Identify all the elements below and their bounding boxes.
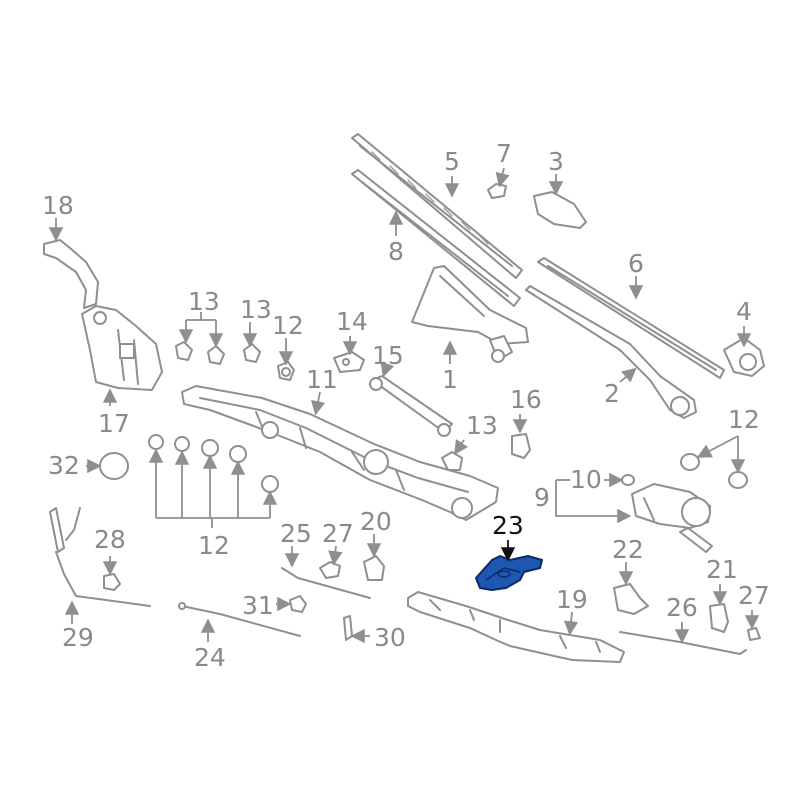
label-10: 10: [570, 465, 602, 494]
label-12: 12: [728, 405, 760, 434]
nozzle-part-30[interactable]: [343, 615, 353, 641]
bushing-part-12-top[interactable]: [277, 361, 295, 381]
label-17: 17: [98, 409, 130, 438]
label-12: 12: [198, 531, 230, 560]
connector-part-27[interactable]: [319, 561, 341, 579]
label-13: 13: [188, 287, 220, 316]
washer-hose-part-25[interactable]: [281, 567, 371, 599]
label-27: 27: [322, 519, 354, 548]
washer-hose-part-29[interactable]: [49, 507, 151, 607]
wiper-arm-part-1[interactable]: [411, 265, 529, 363]
cover-part-3[interactable]: [533, 191, 587, 229]
label-21: 21: [706, 555, 738, 584]
label-13: 13: [466, 411, 498, 440]
bracket-part-16[interactable]: [511, 433, 531, 459]
label-23: 23: [492, 511, 524, 540]
part-labels: 18 17 13 13 12 14 15 11 1 5 7 3 8 6 4 2 …: [42, 139, 770, 672]
label-32: 32: [48, 451, 80, 480]
label-2: 2: [604, 379, 620, 408]
wiper-arm-part-2[interactable]: [525, 285, 697, 419]
label-8: 8: [388, 237, 404, 266]
label-7: 7: [496, 139, 512, 168]
label-22: 22: [612, 535, 644, 564]
bracket-part-14[interactable]: [333, 351, 365, 373]
label-9: 9: [534, 483, 550, 512]
label-26: 26: [666, 593, 698, 622]
highlighted-part-23[interactable]: [475, 555, 543, 591]
label-4: 4: [736, 297, 752, 326]
washer-hose-part-24[interactable]: [178, 602, 301, 637]
bracket-part-19[interactable]: [407, 591, 625, 663]
label-25: 25: [280, 519, 312, 548]
label-3: 3: [548, 147, 564, 176]
nut-part-10[interactable]: [621, 474, 635, 486]
label-29: 29: [62, 623, 94, 652]
wiper-blade-part-5[interactable]: [351, 133, 523, 279]
grommet-part-13-right[interactable]: [441, 451, 463, 471]
label-1: 1: [442, 365, 458, 394]
label-19: 19: [556, 585, 588, 614]
wiper-arm-part-6[interactable]: [537, 257, 725, 379]
clip-part-7[interactable]: [487, 183, 507, 199]
label-30: 30: [374, 623, 406, 652]
link-rod-part-15[interactable]: [369, 375, 453, 437]
label-11: 11: [306, 365, 338, 394]
pump-part-21[interactable]: [709, 603, 729, 633]
cap-part-32[interactable]: [99, 452, 129, 480]
washer-hose-part-26[interactable]: [619, 631, 747, 655]
wiper-blade-part-8[interactable]: [351, 169, 521, 307]
label-6: 6: [628, 249, 644, 278]
label-5: 5: [444, 147, 460, 176]
grommet-part-12-row[interactable]: [148, 434, 279, 493]
label-16: 16: [510, 385, 542, 414]
clip-part-27-right[interactable]: [747, 627, 761, 641]
sensor-part-22[interactable]: [613, 583, 649, 615]
label-28: 28: [94, 525, 126, 554]
label-12: 12: [272, 311, 304, 340]
label-27: 27: [738, 581, 770, 610]
label-14: 14: [336, 307, 368, 336]
label-31: 31: [242, 591, 274, 620]
grommet-part-13-set[interactable]: [175, 341, 261, 365]
label-20: 20: [360, 507, 392, 536]
wiper-linkage-part-11[interactable]: [181, 385, 499, 521]
label-24: 24: [194, 643, 226, 672]
label-18: 18: [42, 191, 74, 220]
label-15: 15: [372, 341, 404, 370]
leader-lines: [48, 167, 760, 644]
connector-part-28[interactable]: [103, 573, 121, 591]
washer-reservoir-part-17[interactable]: [43, 239, 163, 391]
grommet-part-12-right[interactable]: [680, 453, 748, 489]
pump-part-20[interactable]: [363, 555, 385, 581]
wiper-motor-part-9[interactable]: [631, 483, 713, 553]
label-13: 13: [240, 295, 272, 324]
clip-part-31[interactable]: [289, 595, 307, 613]
